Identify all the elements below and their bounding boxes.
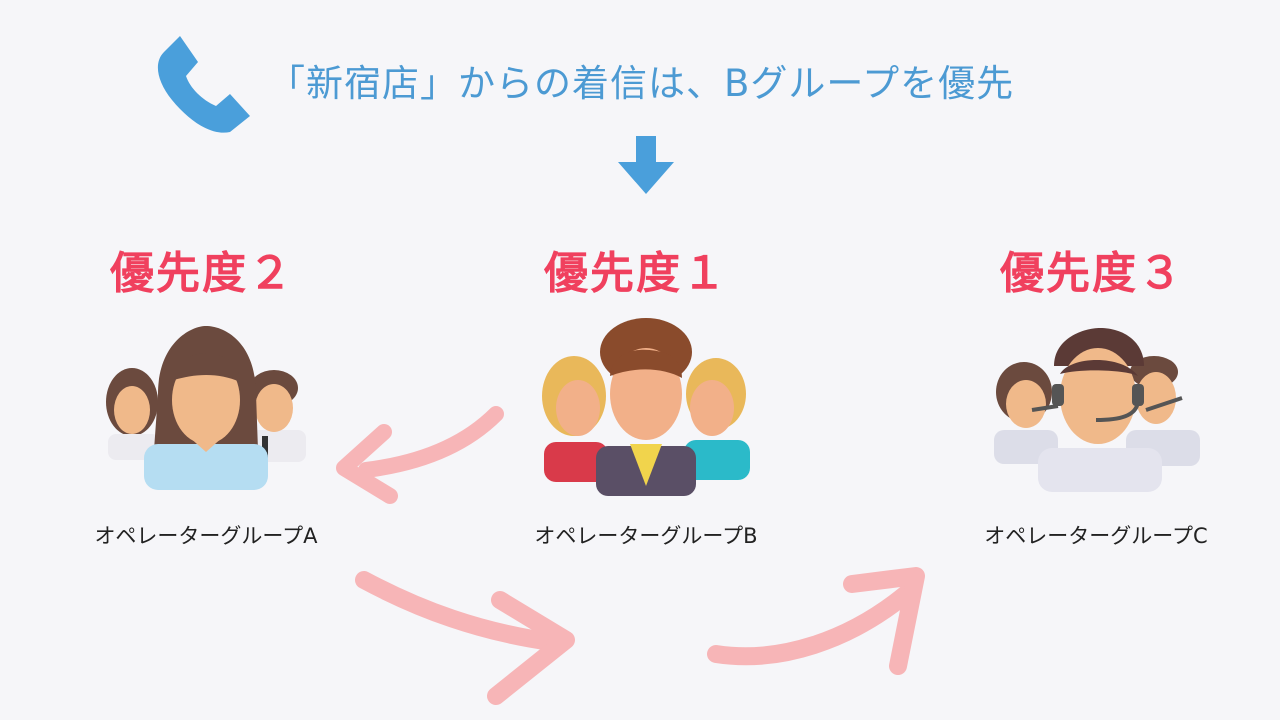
headset-team-icon — [994, 328, 1200, 492]
group-name-a: オペレーターグループA — [94, 524, 318, 548]
priority-label-group-b: 優先度１ — [544, 248, 728, 299]
female-team-icon — [106, 326, 306, 490]
priority-label-group-a: 優先度２ — [110, 248, 294, 299]
priority-label-group-c: 優先度３ — [1000, 248, 1184, 299]
down-arrow-icon — [618, 136, 674, 194]
phone-icon — [157, 36, 250, 133]
group-name-c: オペレーターグループC — [984, 524, 1208, 548]
group-name-b: オペレーターグループB — [534, 524, 758, 548]
team-icon — [542, 318, 750, 496]
routing-rule-text: 「新宿店」からの着信は、Bグループを優先 — [268, 62, 1015, 105]
